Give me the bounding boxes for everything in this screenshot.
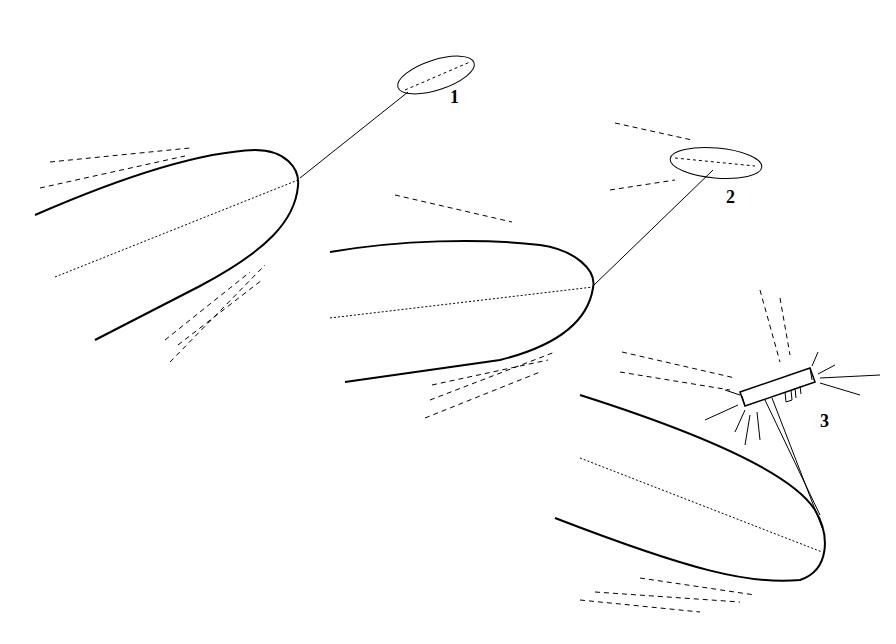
callout-number: 1: [450, 88, 459, 106]
callout-number: 3: [820, 412, 829, 430]
callout-number: 2: [726, 188, 735, 206]
